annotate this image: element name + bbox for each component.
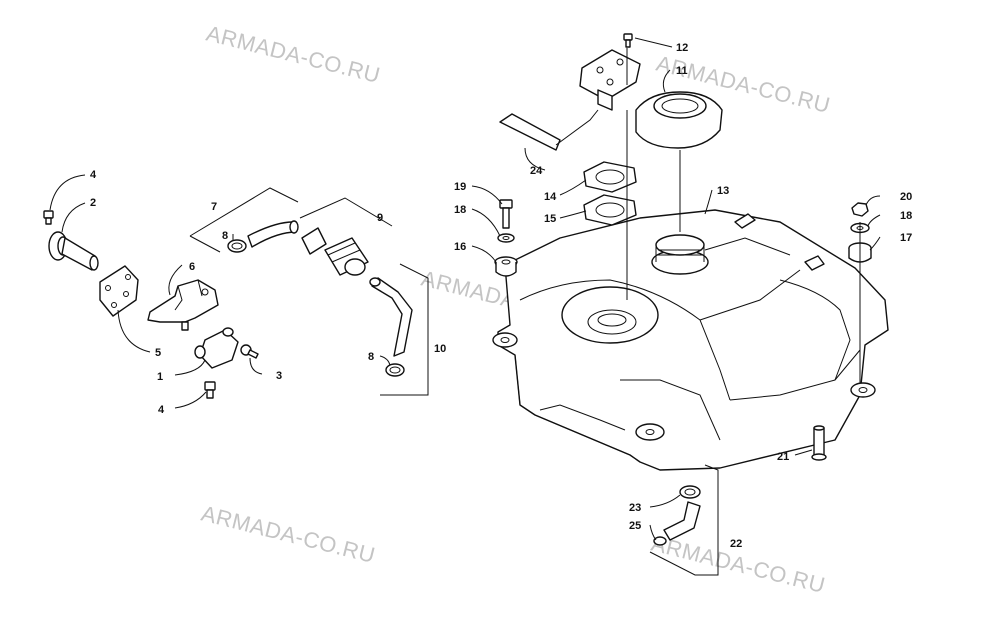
callout-23: 23 (629, 502, 641, 514)
part-24-float-arm (499, 109, 599, 151)
callout-10: 10 (434, 343, 446, 355)
part-21-pin (811, 425, 827, 461)
part-25-clamp (653, 536, 667, 546)
part-20-nut (851, 202, 869, 217)
part-5-plate (99, 265, 139, 317)
callout-3: 3 (276, 370, 282, 382)
callout-14: 14 (544, 191, 557, 203)
callout-16: 16 (454, 241, 466, 253)
part-23-clamp (679, 485, 701, 499)
callout-17: 17 (900, 232, 912, 244)
callout-8-lower: 8 (368, 351, 374, 363)
brackets (189, 187, 719, 576)
part-2-fuel-fitting (48, 231, 99, 271)
part-16-grommet (494, 256, 518, 277)
part-12-screw (623, 33, 633, 48)
watermark-4: ARMADA-CO.RU (199, 501, 378, 568)
callout-15: 15 (544, 213, 556, 225)
part-3-screw (240, 344, 259, 359)
callout-11: 11 (676, 65, 688, 77)
part-10-hose (369, 277, 413, 357)
watermark-1: ARMADA-CO.RU (204, 21, 383, 88)
part-14-gasket (583, 161, 637, 193)
callout-4-bottom: 4 (158, 404, 165, 416)
part-4-bolt-bottom (204, 381, 216, 399)
callout-13: 13 (717, 185, 729, 197)
callout-labels: 4 2 5 6 1 3 4 7 8 9 10 8 12 11 13 14 15 … (90, 42, 912, 550)
part-18-washer-left (497, 233, 515, 243)
callout-1: 1 (157, 371, 163, 383)
part-7-hose (247, 220, 299, 248)
leader-lines (49, 37, 881, 541)
part-9-fuel-filter (301, 227, 369, 276)
part-19-bolt (499, 199, 513, 229)
callout-24: 24 (530, 165, 543, 177)
callout-25: 25 (629, 520, 641, 532)
callout-7: 7 (211, 201, 217, 213)
part-6-bracket (147, 279, 219, 331)
callout-8-upper: 8 (222, 230, 228, 242)
part-22-hose (663, 501, 701, 541)
callout-4-top: 4 (90, 169, 97, 181)
callout-9: 9 (377, 212, 383, 224)
callout-18-right: 18 (900, 210, 912, 222)
callout-22: 22 (730, 538, 742, 550)
part-12-pump-top (579, 49, 641, 111)
callout-18-left: 18 (454, 204, 466, 216)
callout-20: 20 (900, 191, 912, 203)
part-15-gasket (583, 194, 637, 226)
callout-6: 6 (189, 261, 195, 273)
callout-19: 19 (454, 181, 466, 193)
part-8-clamp-upper (227, 239, 247, 253)
part-11-fuel-cap (635, 91, 723, 149)
callout-5: 5 (155, 347, 161, 359)
part-1-valve (194, 327, 239, 369)
callout-21: 21 (777, 451, 789, 463)
part-4-bolt-top (43, 210, 54, 225)
callout-12: 12 (676, 42, 688, 54)
fuel-tank (492, 209, 889, 471)
callout-2: 2 (90, 197, 96, 209)
part-8-clamp-lower (385, 363, 405, 377)
